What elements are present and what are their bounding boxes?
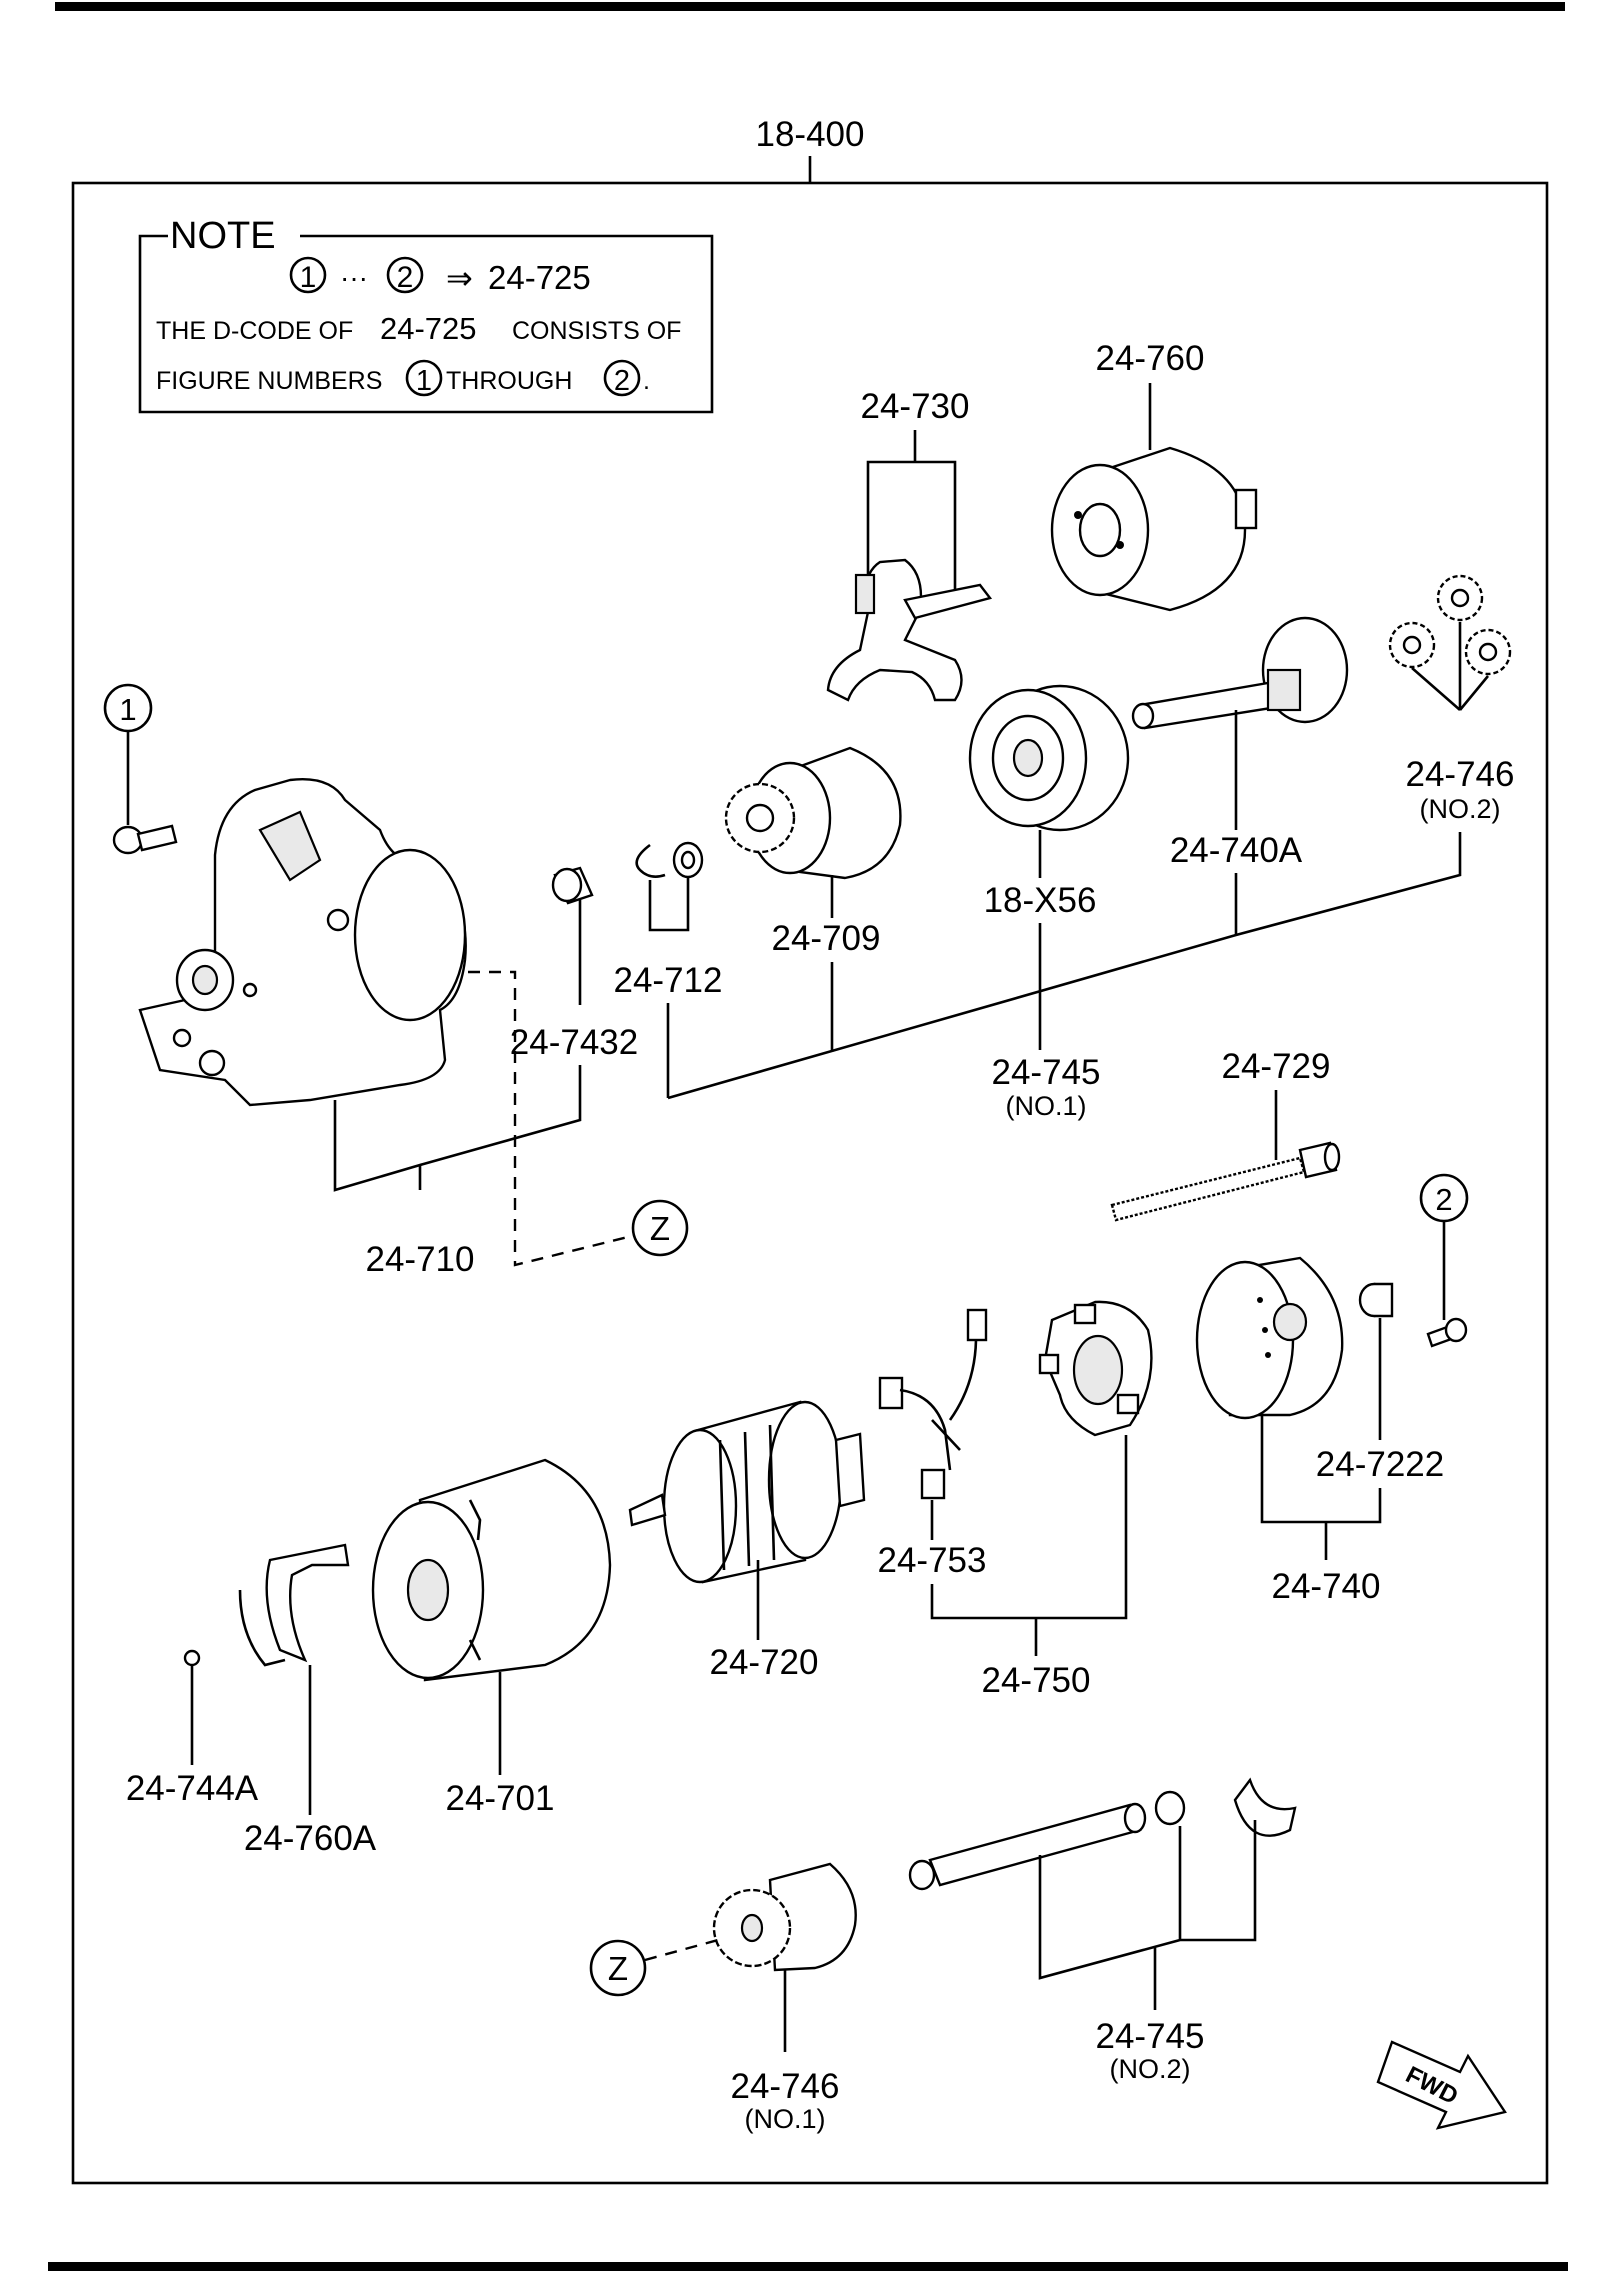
brush-holder-part — [1038, 1300, 1153, 1437]
label-24-746-no1: 24-746 — [731, 2067, 840, 2106]
top-rule — [55, 2, 1565, 11]
label-24-701: 24-701 — [446, 1779, 555, 1818]
label-24-750: 24-750 — [982, 1661, 1091, 1700]
bottom-rule — [48, 2262, 1568, 2271]
front-housing-part — [138, 778, 467, 1107]
bracket-bearing-part — [968, 684, 1130, 832]
z-reference-line-top — [468, 970, 629, 1267]
note-line1-b: 24-725 — [380, 311, 477, 346]
drive-lever-part — [826, 558, 993, 702]
label-24-7432: 24-7432 — [510, 1023, 638, 1062]
leader-24-710 — [333, 1065, 582, 1192]
note-range-start: 1 — [300, 261, 317, 294]
label-24-745-no2: 24-745 — [1096, 2017, 1205, 2056]
label-24-730: 24-730 — [861, 387, 970, 426]
note-circle-1b — [405, 359, 443, 397]
note-arrow: ⇒ — [446, 260, 473, 296]
note-line2-b: 1 — [416, 365, 432, 397]
bracket-24-750 — [930, 1435, 1128, 1656]
armature-part — [628, 1400, 866, 1584]
callout-1: 1 — [119, 692, 136, 727]
leader-24-746-no2 — [1411, 622, 1490, 711]
label-24-729: 24-729 — [1222, 1047, 1331, 1086]
steel-ball-part — [183, 1649, 201, 1667]
note-circle-2b — [603, 359, 641, 397]
bracket-24-740 — [1260, 1415, 1382, 1560]
brush-part — [878, 1308, 988, 1500]
internal-gear-shaft-part — [908, 1777, 1297, 1891]
note-line2-c: THROUGH — [446, 367, 572, 395]
label-24-746-no1-sub: (NO.1) — [745, 2104, 826, 2134]
label-24-760: 24-760 — [1096, 339, 1205, 378]
note-title: NOTE — [170, 215, 276, 257]
callout-z-top: Z — [650, 1210, 670, 1247]
seal-part — [238, 1543, 350, 1667]
label-24-709: 24-709 — [772, 919, 881, 958]
planetary-shaft-part — [1131, 616, 1349, 730]
label-24-720: 24-720 — [710, 1643, 819, 1682]
label-24-745-no1: 24-745 — [992, 1053, 1101, 1092]
label-24-745-no1-sub: (NO.1) — [1006, 1091, 1087, 1121]
forward-direction-arrow: FWD — [1376, 2040, 1507, 2130]
note-line1-a: THE D-CODE OF — [156, 317, 353, 345]
bolt-1-part — [112, 824, 178, 855]
note-line2-a: FIGURE NUMBERS — [156, 367, 382, 395]
note-range-code: 24-725 — [488, 259, 591, 296]
label-24-7222: 24-7222 — [1316, 1445, 1444, 1484]
rear-bearing-part — [1358, 1282, 1394, 1318]
note-line2-d: 2 — [614, 365, 630, 397]
callout-z-top-circle — [631, 1199, 689, 1257]
assembly-ref-label: 18-400 — [756, 115, 865, 154]
z-reference-line-bottom — [644, 1938, 719, 1962]
note-circle-2 — [386, 256, 424, 294]
note-line1-c: CONSISTS OF — [512, 317, 681, 345]
end-frame-part — [1195, 1256, 1344, 1420]
front-bushing-part — [551, 866, 594, 905]
label-24-744a: 24-744A — [126, 1769, 259, 1808]
label-24-740a: 24-740A — [1170, 831, 1303, 870]
snap-ring-part — [635, 841, 704, 879]
label-24-746-no2: 24-746 — [1406, 755, 1515, 794]
label-24-746-no2-sub: (NO.2) — [1420, 794, 1501, 824]
callout-z-bottom: Z — [608, 1950, 628, 1987]
solenoid-part — [1050, 446, 1258, 612]
label-24-760a: 24-760A — [244, 1819, 377, 1858]
callout-2: 2 — [1435, 1182, 1452, 1217]
note-line2-e: . — [643, 367, 650, 395]
note-range-dots: ··· — [340, 262, 368, 293]
callout-z-bottom-circle — [589, 1939, 647, 1997]
screw-2-part — [1426, 1317, 1468, 1348]
overrunning-clutch-part — [724, 746, 902, 880]
note-box: NOTE 1 ··· 2 ⇒ 24-725 THE D-CODE OF 24-7… — [138, 215, 714, 414]
through-bolt-part — [1110, 1141, 1341, 1222]
label-24-712: 24-712 — [614, 961, 723, 1000]
planet-gears-part — [1388, 574, 1512, 676]
bracket-24-745-no1 — [667, 832, 1462, 1100]
yoke-part — [371, 1458, 612, 1682]
leader-24-730 — [866, 430, 957, 590]
pinion-gear-part — [712, 1862, 857, 1972]
label-24-710: 24-710 — [366, 1240, 475, 1279]
bracket-24-712 — [648, 878, 690, 932]
note-circle-1 — [289, 256, 327, 294]
note-range-end: 2 — [397, 261, 414, 294]
label-24-753: 24-753 — [878, 1541, 987, 1580]
label-24-745-no2-sub: (NO.2) — [1110, 2054, 1191, 2084]
bracket-24-745-no2 — [1038, 1820, 1257, 2010]
label-24-740: 24-740 — [1272, 1567, 1381, 1606]
label-18-x56: 18-X56 — [984, 881, 1097, 920]
